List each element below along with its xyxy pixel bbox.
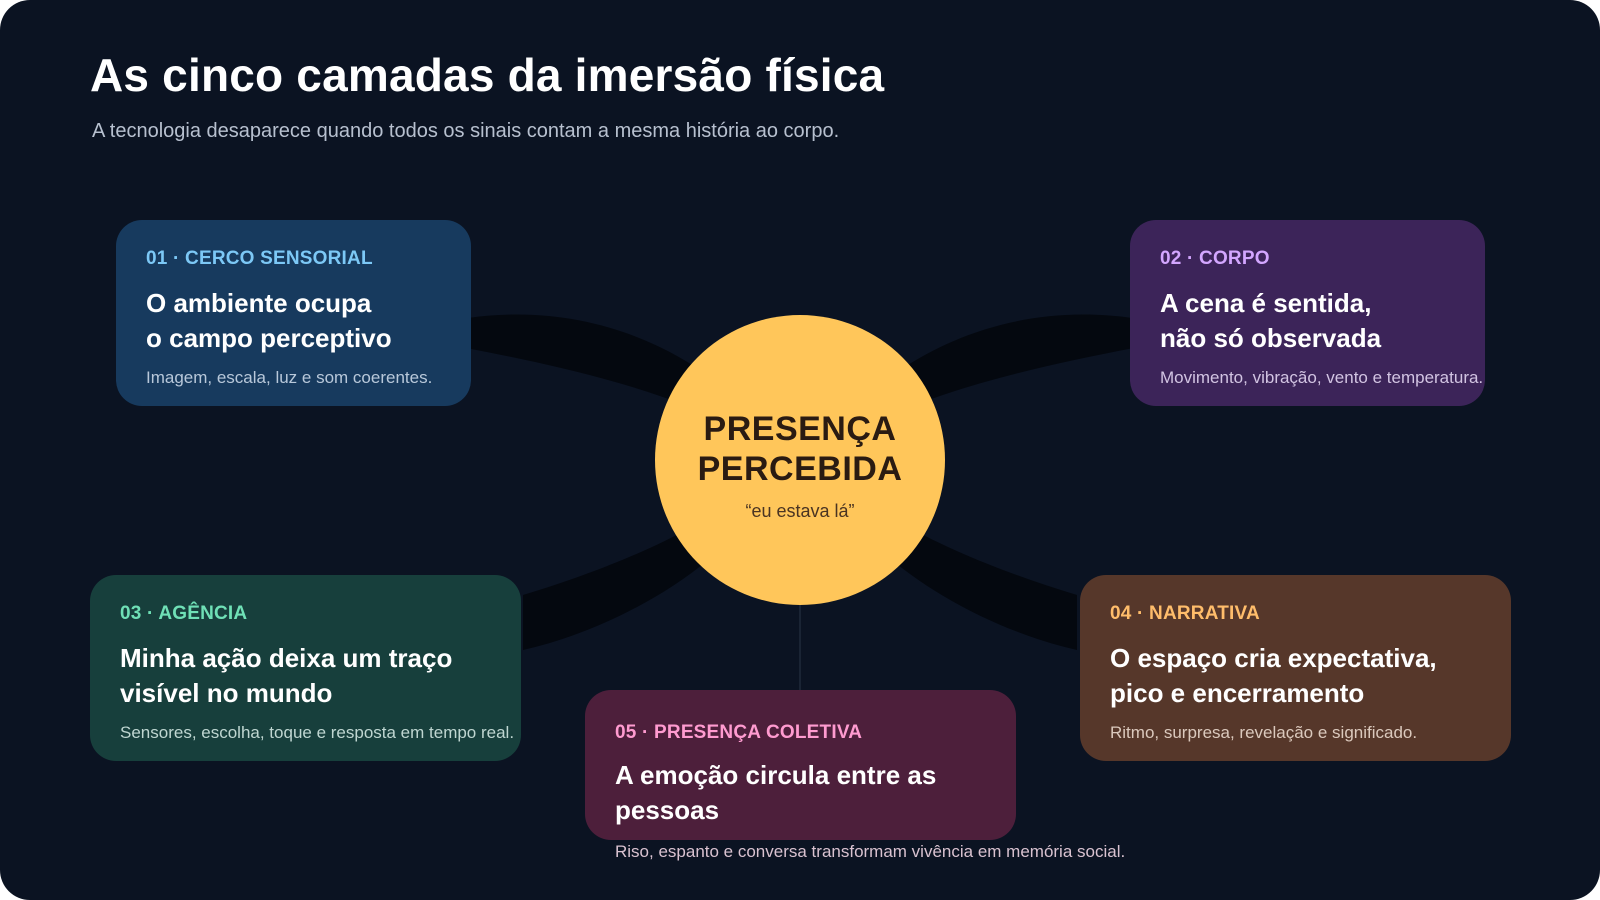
layer-tag: 02 · CORPO [1160, 248, 1270, 269]
layer-description: Ritmo, surpresa, revelação e significado… [1110, 723, 1418, 742]
layer-heading: O espaço cria expectativa, pico e encerr… [1110, 643, 1437, 708]
layer-tag: 01 · CERCO SENSORIAL [146, 248, 373, 269]
layer-heading: A emoção circula entre as pessoas [615, 760, 937, 825]
hub-subtitle: “eu estava lá” [745, 500, 855, 521]
layer-card-03: 03 · AGÊNCIA Minha ação deixa um traço v… [90, 575, 521, 761]
layer-tag: 03 · AGÊNCIA [120, 603, 248, 624]
layer-card-04: 04 · NARRATIVA O espaço cria expectativa… [1080, 575, 1511, 761]
layer-heading: O ambiente ocupa o campo perceptivo [146, 288, 392, 353]
hub-title: PRESENÇA PERCEBIDA [697, 409, 903, 488]
layer-description: Riso, espanto e conversa transformam viv… [615, 842, 1126, 861]
central-hub: PRESENÇA PERCEBIDA “eu estava lá” [655, 315, 945, 605]
layer-heading: A cena é sentida, não só observada [1160, 288, 1382, 353]
layer-description: Imagem, escala, luz e som coerentes. [146, 368, 433, 387]
connector-layer-2 [900, 314, 1134, 404]
layer-tag: 04 · NARRATIVA [1110, 603, 1260, 624]
layer-card-01: 01 · CERCO SENSORIAL O ambiente ocupa o … [116, 220, 471, 406]
slide-title: As cinco camadas da imersão física [90, 49, 885, 101]
layer-description: Sensores, escolha, toque e resposta em t… [120, 723, 515, 742]
connector-layer-3 [523, 528, 708, 650]
connector-layer-4 [892, 528, 1077, 650]
slide-subtitle: A tecnologia desaparece quando todos os … [92, 120, 840, 142]
connector-layer-1 [466, 314, 700, 404]
layer-description: Movimento, vibração, vento e temperatura… [1160, 368, 1484, 387]
layer-card-02: 02 · CORPO A cena é sentida, não só obse… [1130, 220, 1485, 406]
layer-tag: 05 · PRESENÇA COLETIVA [615, 722, 863, 743]
layer-card-05: 05 · PRESENÇA COLETIVA A emoção circula … [585, 690, 1125, 861]
layer-heading: Minha ação deixa um traço visível no mun… [120, 643, 453, 708]
